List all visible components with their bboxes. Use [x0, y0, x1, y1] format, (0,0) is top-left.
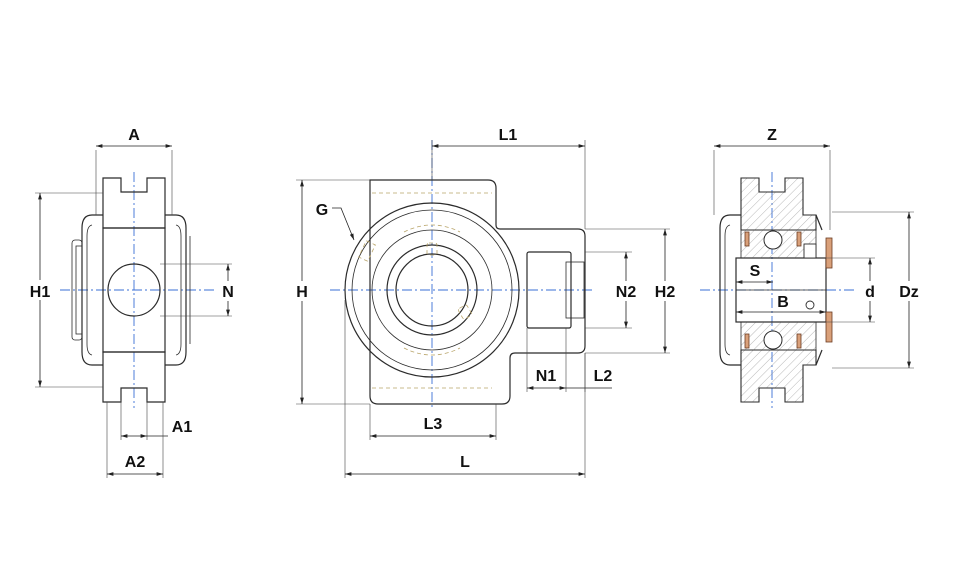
- label-S: S: [750, 263, 761, 280]
- front-view-bearing-ring: [371, 229, 493, 351]
- label-H2: H2: [655, 284, 676, 301]
- section-view-ball-top: [763, 230, 783, 250]
- front-view-inner-ring: [386, 244, 478, 336]
- label-L: L: [460, 454, 470, 471]
- side-view-right-ring-outer: [165, 214, 187, 366]
- side-view-right-ring-inner: [175, 224, 182, 356]
- front-view-set-screw-top: [426, 242, 438, 256]
- section-view-flinger-bottom: [825, 311, 833, 343]
- label-H1: H1: [30, 284, 51, 301]
- front-view-bearing-outer: [351, 209, 513, 371]
- section-view-lube-hole: [805, 300, 815, 310]
- front-view-housing-boss: [344, 202, 520, 378]
- label-G: G: [316, 202, 328, 219]
- label-A2: A2: [125, 454, 146, 471]
- front-view-housing: [369, 179, 586, 405]
- section-view-set-screw: [803, 243, 817, 259]
- side-view-lube-hole: [107, 263, 161, 317]
- label-A1: A1: [172, 419, 193, 436]
- front-view-slot: [526, 251, 572, 329]
- section-view-seal-right-top: [796, 231, 802, 247]
- label-L3: L3: [424, 416, 443, 433]
- section-view-seal-left-top: [744, 231, 750, 247]
- label-d: d: [865, 284, 875, 301]
- label-N1: N1: [536, 368, 557, 385]
- section-view-ball-bottom: [763, 330, 783, 350]
- section-view-flinger-top: [825, 237, 833, 269]
- front-view-set-screw-bottom: [458, 304, 472, 320]
- side-view-left-collar-inner: [75, 245, 83, 335]
- section-view: Z S B d Dz: [700, 127, 924, 408]
- section-view-left-ring: [719, 214, 741, 366]
- label-H: H: [296, 284, 308, 301]
- section-view-housing-top: [740, 177, 817, 231]
- label-B: B: [777, 294, 789, 311]
- label-Z: Z: [767, 127, 777, 144]
- side-view: A H1 N A1 A2: [24, 127, 237, 478]
- front-view: G L1 H N2 H2 N1 L2: [292, 127, 680, 478]
- label-A: A: [128, 127, 140, 144]
- side-view-body: [102, 227, 166, 353]
- side-view-left-ring-inner: [86, 224, 93, 356]
- label-L1: L1: [499, 127, 518, 144]
- section-view-seal-left-bottom: [744, 333, 750, 349]
- side-view-bottom-foot: [102, 351, 166, 403]
- section-view-seal-right-bottom: [796, 333, 802, 349]
- front-view-bore: [395, 253, 469, 327]
- label-N: N: [222, 284, 234, 301]
- front-view-slot-lip: [565, 261, 585, 319]
- section-view-housing-bottom: [740, 349, 817, 403]
- label-N2: N2: [616, 284, 637, 301]
- label-L2: L2: [594, 368, 613, 385]
- label-Dz: Dz: [899, 284, 919, 301]
